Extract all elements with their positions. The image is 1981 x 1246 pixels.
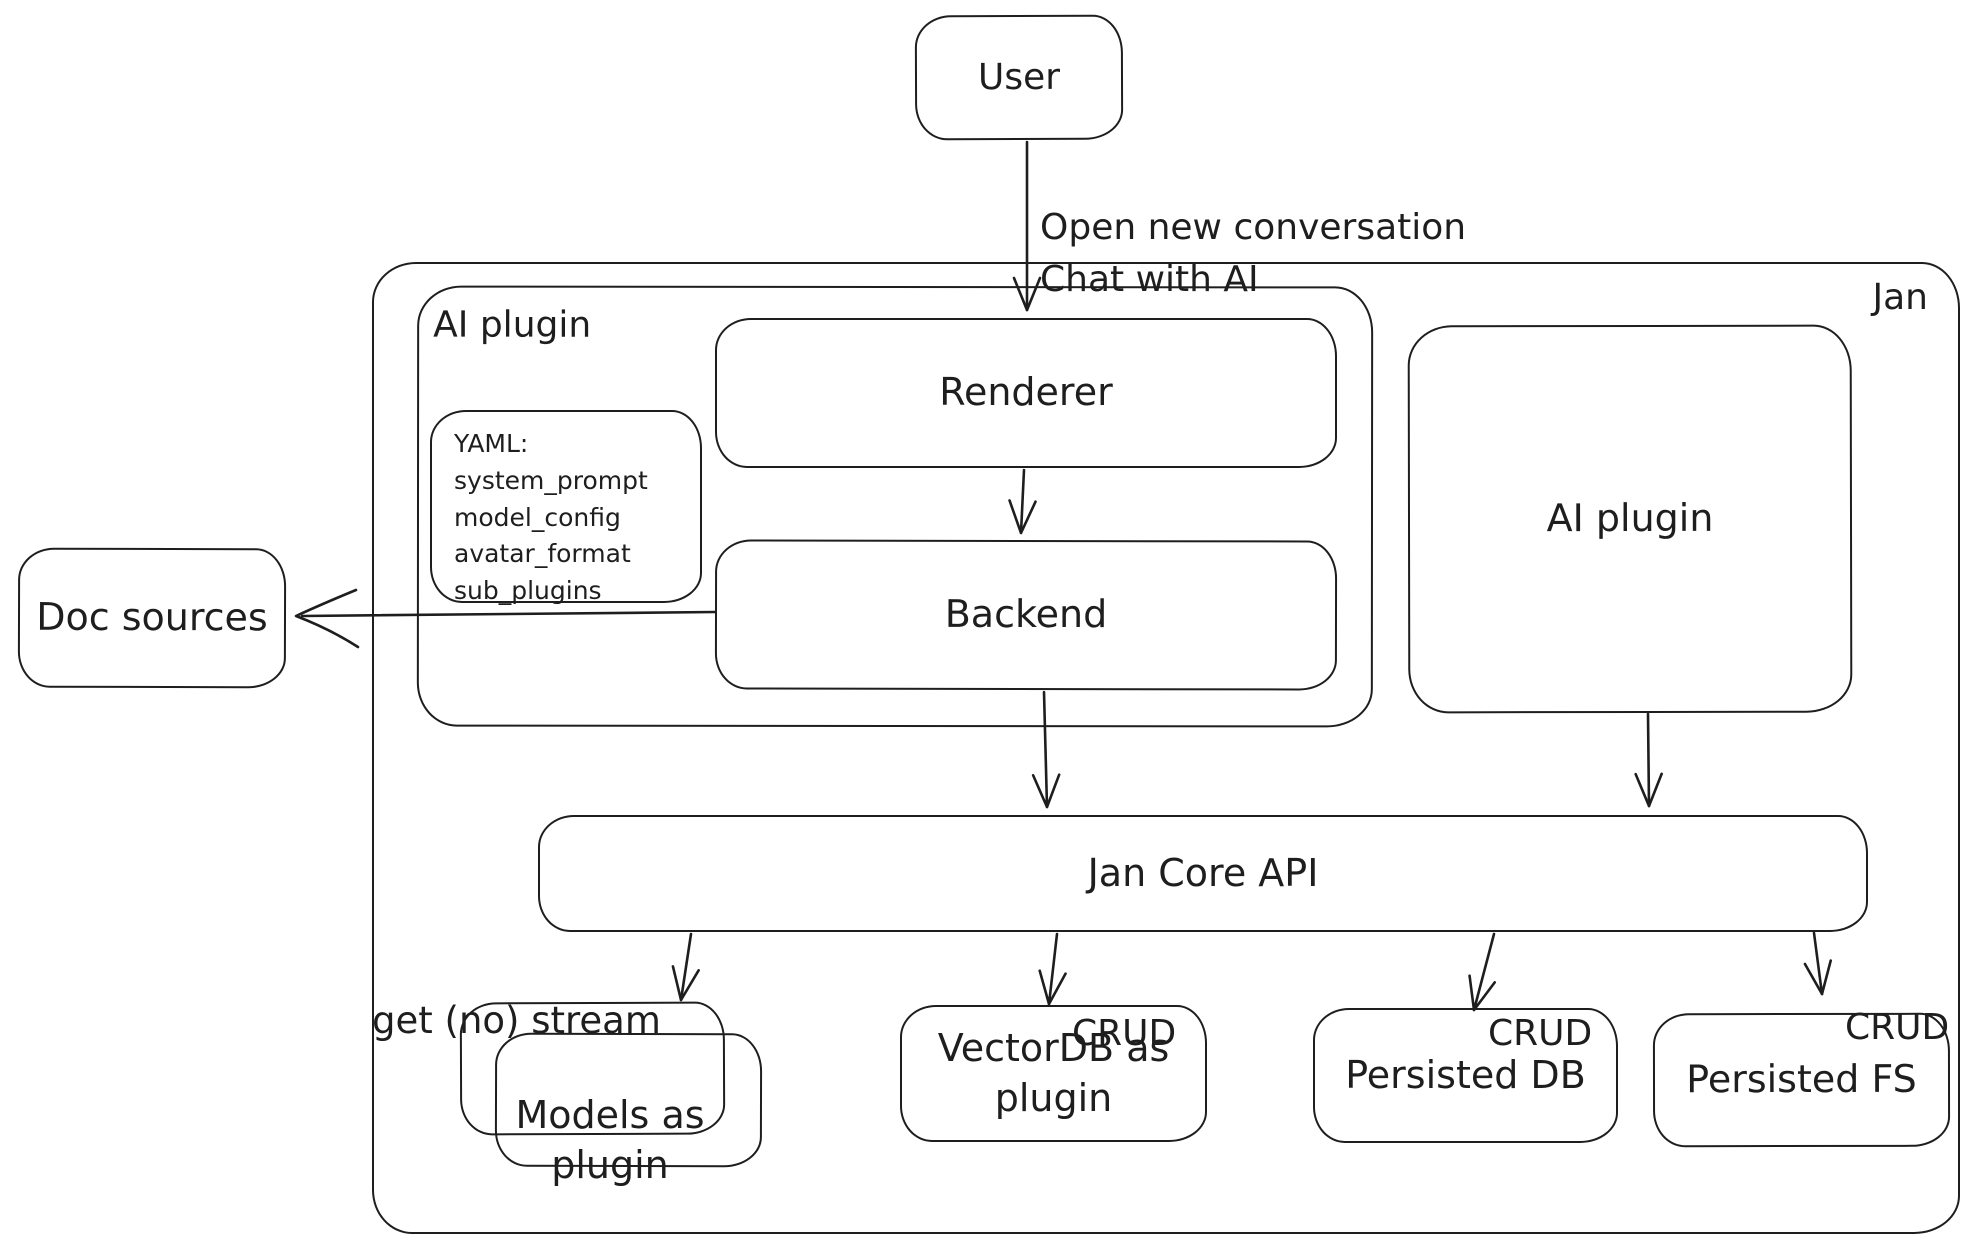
yaml-note-title: YAML:	[454, 429, 529, 458]
ai-plugin-node: AI plugin	[1407, 324, 1853, 714]
persisted-db-label: Persisted DB	[1345, 1052, 1586, 1097]
doc-sources-node: Doc sources	[17, 547, 287, 689]
edge-label-crud-persisted-db: CRUD	[1488, 1013, 1593, 1055]
vectordb-as-plugin-label: VectorDB as plugin	[937, 1026, 1170, 1120]
ai-plugin-node-label: AI plugin	[1546, 496, 1714, 541]
jan-container-label: Jan	[1872, 277, 1929, 318]
yaml-note-line: system_prompt	[454, 465, 648, 495]
renderer-node: Renderer	[715, 318, 1337, 468]
backend-node-label: Backend	[944, 592, 1108, 637]
user-node: User	[914, 14, 1124, 141]
yaml-note-line: model_config	[454, 502, 621, 532]
jan-core-api-node: Jan Core API	[538, 815, 1868, 932]
yaml-note-line: sub_plugins	[454, 576, 602, 605]
user-node-label: User	[977, 56, 1061, 99]
persisted-db-node: Persisted DB	[1313, 1008, 1618, 1143]
yaml-note-line: avatar_format	[454, 539, 631, 569]
edge-label-crud-vectordb: CRUD	[1072, 1013, 1177, 1055]
renderer-node-label: Renderer	[939, 370, 1113, 415]
doc-sources-node-label: Doc sources	[36, 594, 268, 640]
vectordb-as-plugin-node: VectorDB as plugin	[900, 1005, 1207, 1142]
ai-plugin-group-label: AI plugin	[433, 304, 592, 346]
persisted-fs-label: Persisted FS	[1686, 1057, 1917, 1102]
arrow-backend-to-doc-sources-head	[294, 588, 360, 649]
yaml-note: YAML: system_prompt model_config avatar_…	[430, 410, 702, 605]
backend-node: Backend	[714, 539, 1338, 691]
edge-label-get-no-stream: get (no) stream	[372, 998, 661, 1042]
edge-label-open-conversation: Open new conversation Chat with AI	[1040, 207, 1467, 301]
yaml-note-text: YAML: system_prompt model_config avatar_…	[454, 426, 648, 610]
jan-core-api-node-label: Jan Core API	[1087, 850, 1319, 895]
models-as-plugin-label: Models as plugin	[515, 1093, 705, 1187]
edge-label-crud-persisted-fs: CRUD	[1845, 1007, 1950, 1049]
jan-container: Jan	[372, 262, 1960, 1234]
